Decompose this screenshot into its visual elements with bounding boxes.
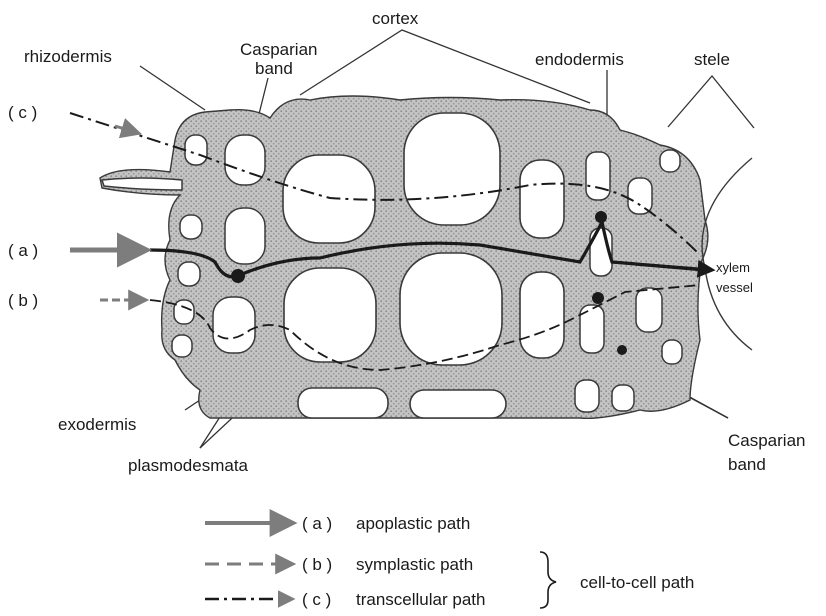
- legend-text-c: transcellular path: [356, 590, 485, 609]
- cortex-cell: [520, 160, 564, 238]
- label-casparian-band-top-1: Casparian: [240, 40, 318, 59]
- rhizodermis-cell: [174, 300, 194, 324]
- cortex-cell: [400, 253, 502, 365]
- legend-group-label: cell-to-cell path: [580, 573, 694, 592]
- casparian-dot: [617, 345, 627, 355]
- marker-b: ( b ): [8, 291, 38, 310]
- casparian-dot: [592, 292, 604, 304]
- label-exodermis: exodermis: [58, 415, 136, 434]
- cortex-cell: [404, 113, 500, 225]
- endodermis-cell: [586, 152, 610, 200]
- cortex-cell: [410, 390, 506, 418]
- xylem-vessel-wall: [702, 158, 752, 350]
- label-casparian-band-right-2: band: [728, 455, 766, 474]
- exodermis-cell: [225, 135, 265, 185]
- label-casparian-band-top-2: band: [255, 59, 293, 78]
- legend-text-b: symplastic path: [356, 555, 473, 574]
- tissue-section: [100, 96, 752, 418]
- legend-marker-a: ( a ): [302, 514, 332, 533]
- exodermis-cell: [213, 297, 255, 353]
- marker-a: ( a ): [8, 241, 38, 260]
- label-xylem-2: vessel: [716, 280, 753, 295]
- stele-cell: [612, 385, 634, 411]
- legend: ( a ) apoplastic path ( b ) symplastic p…: [205, 514, 694, 609]
- marker-c: ( c ): [8, 103, 37, 122]
- label-rhizodermis: rhizodermis: [24, 47, 112, 66]
- label-endodermis: endodermis: [535, 50, 624, 69]
- endodermis-cell: [575, 380, 599, 412]
- rhizodermis-cell: [172, 335, 192, 357]
- label-casparian-band-right-1: Casparian: [728, 431, 806, 450]
- stele-cell: [660, 150, 680, 172]
- stele-cell: [662, 340, 682, 364]
- cortex-cell: [298, 388, 388, 418]
- label-xylem-1: xylem: [716, 260, 750, 275]
- stele-cell: [636, 288, 662, 332]
- label-stele: stele: [694, 50, 730, 69]
- rhizodermis-cell: [180, 215, 202, 239]
- rhizodermis-cell: [178, 262, 200, 286]
- label-cortex: cortex: [372, 9, 419, 28]
- legend-marker-c: ( c ): [302, 590, 331, 609]
- legend-text-a: apoplastic path: [356, 514, 470, 533]
- exodermis-cell: [225, 208, 265, 264]
- label-plasmodesmata: plasmodesmata: [128, 456, 249, 475]
- rhizodermis-cell: [185, 135, 207, 165]
- legend-marker-b: ( b ): [302, 555, 332, 574]
- cortex-cell: [520, 272, 564, 358]
- cortex-cell: [284, 268, 376, 362]
- stele-cell: [628, 178, 652, 214]
- legend-brace: [540, 552, 556, 608]
